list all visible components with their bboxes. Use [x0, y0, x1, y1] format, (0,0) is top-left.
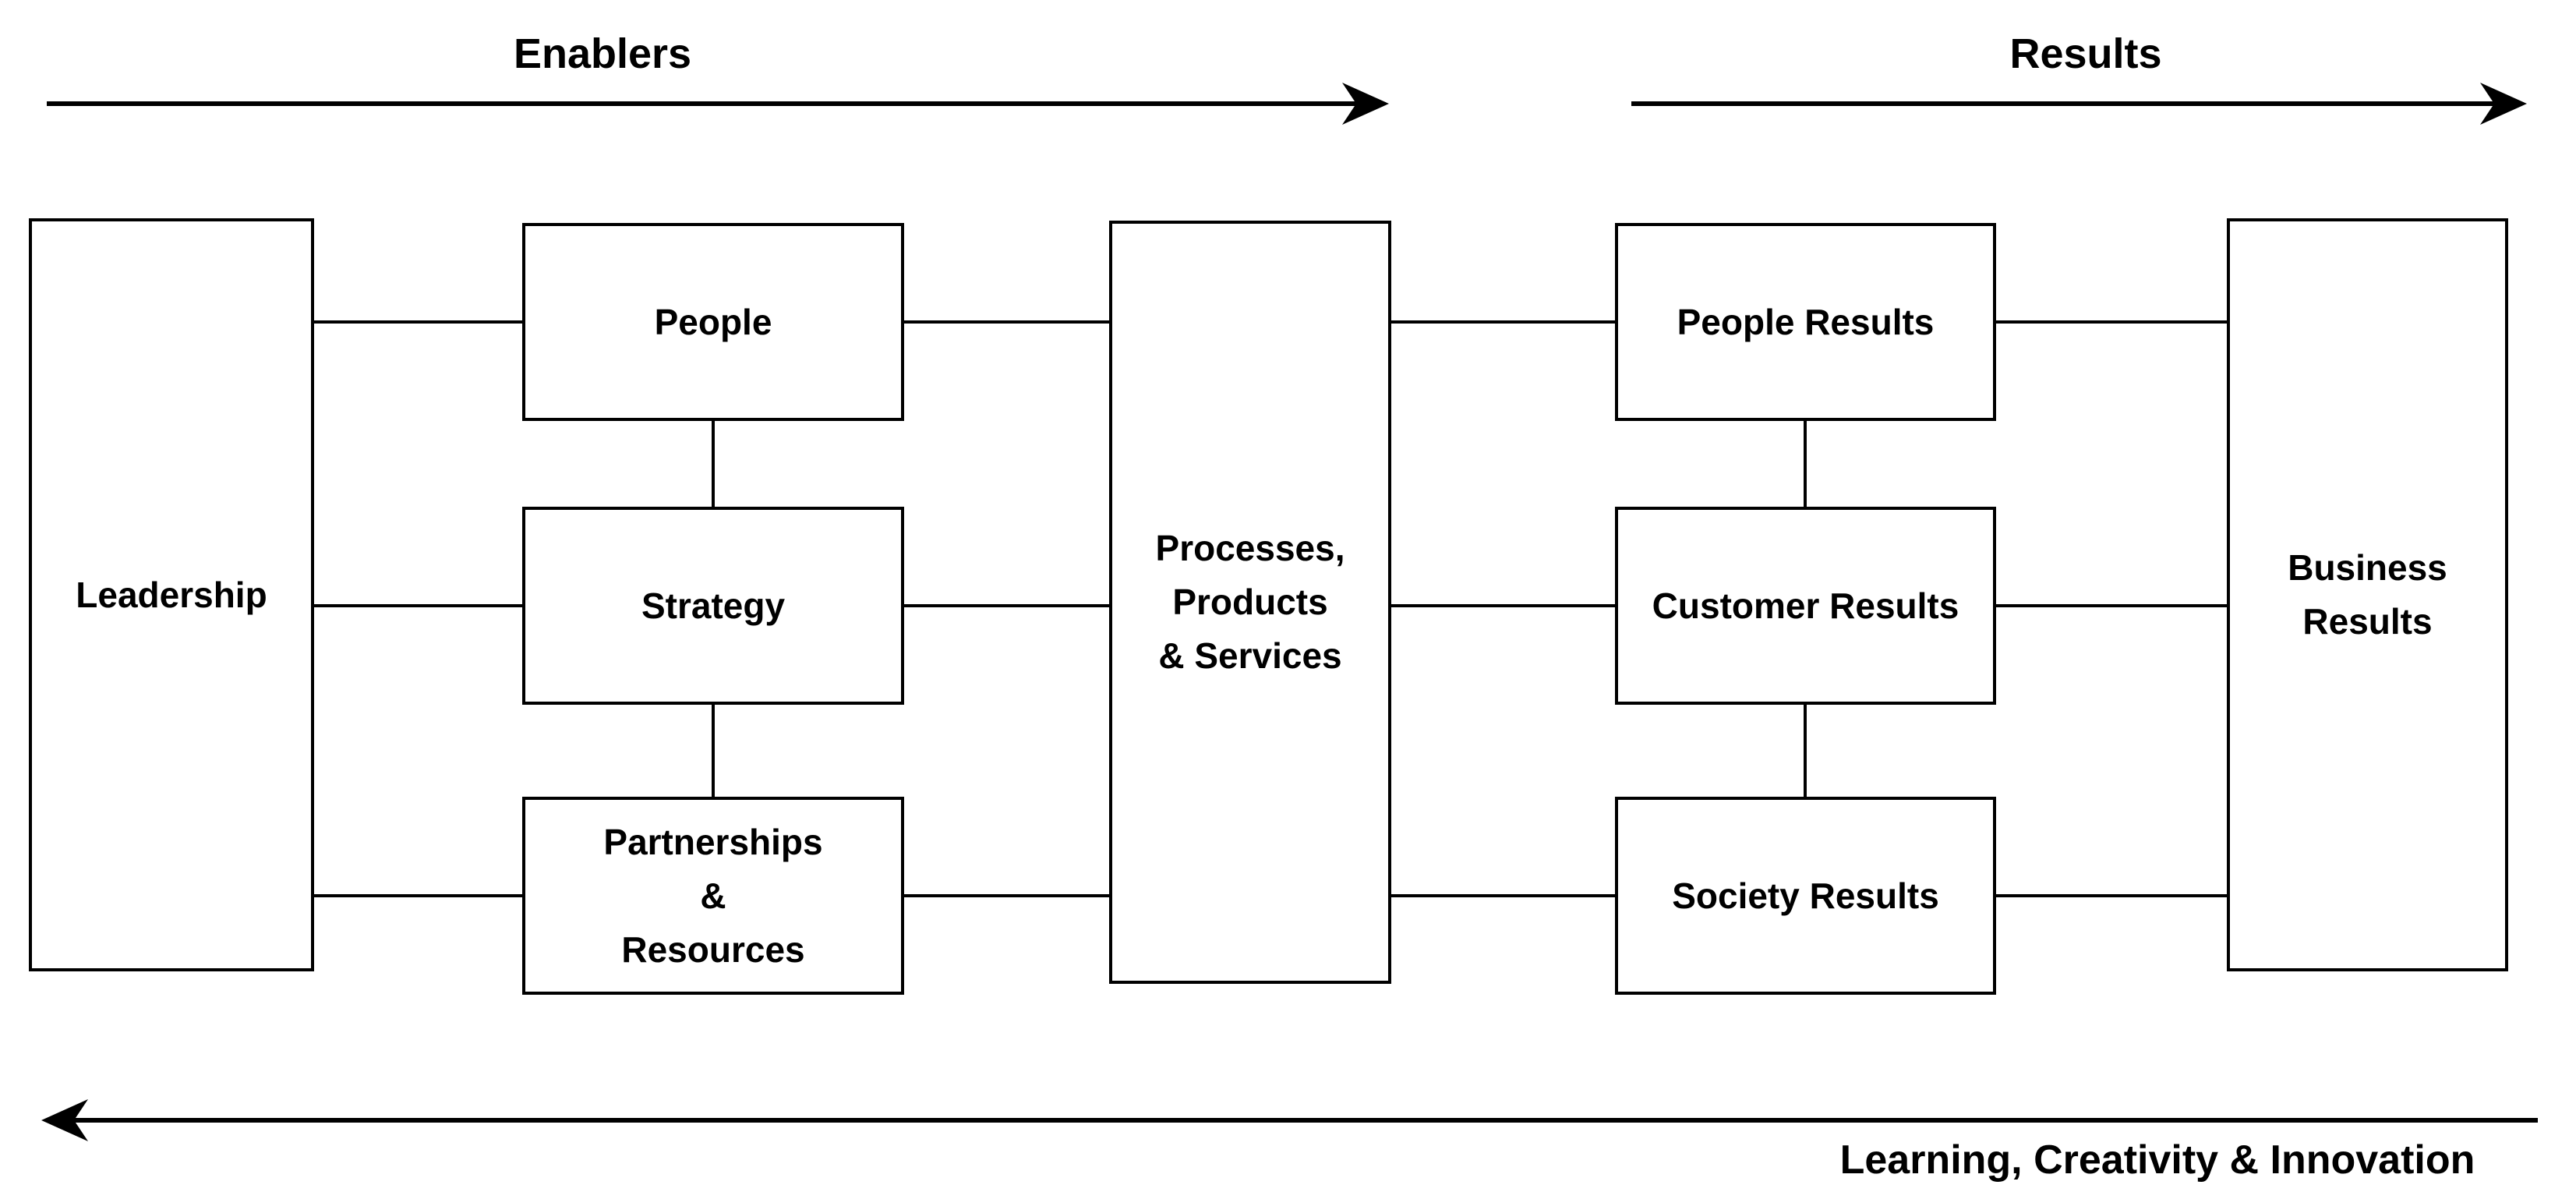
box-leadership: Leadership — [29, 218, 314, 971]
results-arrowhead-icon — [2480, 83, 2527, 125]
box-customer-results-label: Customer Results — [1652, 585, 1959, 626]
enablers-heading: Enablers — [513, 30, 692, 77]
enablers-arrow — [47, 83, 1389, 125]
box-people: People — [522, 223, 904, 421]
box-leadership-label: Leadership — [76, 574, 267, 615]
box-people-label: People — [654, 301, 772, 342]
box-society-results: Society Results — [1615, 797, 1996, 995]
box-partnerships-resources-label: Partnerships & Resources — [603, 821, 823, 970]
box-partnerships-resources: Partnerships & Resources — [522, 797, 904, 995]
results-arrow — [1631, 83, 2527, 125]
box-business-results: Business Results — [2227, 218, 2508, 971]
enablers-arrowhead-icon — [1342, 83, 1389, 125]
box-society-results-label: Society Results — [1672, 875, 1939, 916]
box-people-results: People Results — [1615, 223, 1996, 421]
box-strategy: Strategy — [522, 507, 904, 705]
box-processes-products-services-label: Processes, Products & Services — [1155, 528, 1345, 676]
learning-creativity-innovation-label: Learning, Creativity & Innovation — [1839, 1137, 2475, 1183]
connector-lines — [314, 320, 2227, 897]
box-business-results-label: Business Results — [2288, 547, 2447, 642]
box-customer-results: Customer Results — [1615, 507, 1996, 705]
learning-arrowhead-icon — [41, 1099, 88, 1141]
results-heading: Results — [2009, 30, 2162, 77]
box-processes-products-services: Processes, Products & Services — [1109, 221, 1391, 984]
box-people-results-label: People Results — [1677, 301, 1935, 342]
learning-feedback-arrow — [41, 1099, 2538, 1141]
box-strategy-label: Strategy — [641, 585, 786, 626]
